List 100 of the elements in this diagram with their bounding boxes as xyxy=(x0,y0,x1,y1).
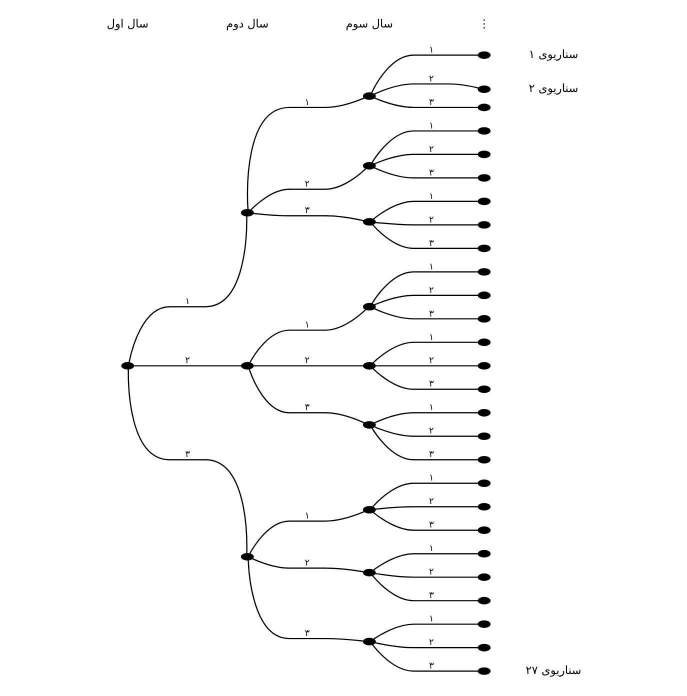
node-circle xyxy=(477,315,490,323)
connector xyxy=(375,365,478,366)
connector xyxy=(374,506,478,510)
edge-label: ۲ xyxy=(304,180,310,190)
node-circle xyxy=(477,644,490,652)
edge-label: ۲ xyxy=(428,144,434,155)
edge-label: ۱ xyxy=(304,320,310,331)
node-circle xyxy=(477,456,490,464)
connector xyxy=(371,428,478,460)
edge-label: ۲ xyxy=(428,74,434,84)
node-label: سناریوی ۲۷ xyxy=(525,662,581,677)
node-circle xyxy=(477,479,490,488)
connector xyxy=(247,560,363,642)
edge-label: ۱ xyxy=(428,262,434,272)
connector xyxy=(248,309,366,363)
node-circle xyxy=(477,526,490,534)
node-circle xyxy=(477,244,490,252)
edge-label: ۳ xyxy=(428,520,434,531)
node-circle xyxy=(362,218,376,226)
node-circle xyxy=(477,51,490,59)
edge-label: ۱ xyxy=(304,512,310,522)
edge-label: ۳ xyxy=(428,591,434,602)
node-circle xyxy=(477,409,490,417)
edge-label: ۱ xyxy=(184,297,190,308)
connector xyxy=(372,644,478,672)
connector xyxy=(371,271,478,304)
node-label: سناریوی ۲ xyxy=(528,80,578,95)
node-circle xyxy=(477,85,490,94)
connector xyxy=(128,216,247,362)
connector xyxy=(372,368,478,390)
node-circle xyxy=(477,174,490,182)
edge-label: ۳ xyxy=(428,98,434,108)
node-circle xyxy=(240,552,254,561)
edge-label: ۲ xyxy=(428,568,434,578)
node-circle xyxy=(240,208,254,217)
edge-label: ۳ xyxy=(428,380,434,390)
node-circle xyxy=(477,362,490,370)
edge-label: ۳ xyxy=(184,450,190,460)
node-circle xyxy=(362,162,376,170)
connector xyxy=(374,98,478,108)
node-circle xyxy=(477,573,490,581)
node-circle xyxy=(477,386,490,394)
connector xyxy=(133,365,241,366)
node-circle xyxy=(120,362,134,370)
connector xyxy=(374,222,478,226)
edge-label: ۲ xyxy=(304,558,310,569)
node-label: سناریوی ۱ xyxy=(528,46,578,61)
node-circle xyxy=(477,292,490,300)
node-circle xyxy=(477,221,490,229)
edge-label: ۲ xyxy=(428,426,434,437)
node-circle xyxy=(477,432,490,440)
node-circle xyxy=(362,506,376,514)
connector xyxy=(372,575,478,602)
connector xyxy=(372,224,478,249)
edge-label: ۱ xyxy=(428,332,434,343)
connector xyxy=(253,365,363,366)
node-circle xyxy=(362,302,376,310)
node-circle xyxy=(477,338,490,346)
node-circle xyxy=(477,127,490,135)
node-circle xyxy=(477,150,490,158)
edge-label: ۲ xyxy=(428,215,434,226)
edge-label: ۱ xyxy=(304,98,310,108)
connector xyxy=(374,154,478,164)
edge-label: ۱ xyxy=(428,46,434,56)
edge-label: ۱ xyxy=(428,474,434,484)
node-circle xyxy=(362,362,376,370)
connector xyxy=(252,558,363,572)
node-circle xyxy=(240,362,254,370)
edge-label: ۳ xyxy=(304,403,310,414)
edge-label: ۱ xyxy=(428,544,434,554)
connector xyxy=(374,572,478,578)
edge-label: ۳ xyxy=(428,450,434,460)
node-circle xyxy=(477,502,490,511)
edge-label: ۳ xyxy=(428,238,434,249)
node-circle xyxy=(477,104,490,112)
node-circle xyxy=(477,620,490,628)
edge-label: ۲ xyxy=(428,356,434,366)
connector xyxy=(370,54,478,94)
connector xyxy=(372,482,478,508)
connector xyxy=(372,553,478,570)
connector xyxy=(374,167,478,178)
connector xyxy=(374,426,478,437)
edge-label: ۲ xyxy=(428,286,434,296)
node-circle xyxy=(362,92,376,100)
node-circle xyxy=(477,268,490,276)
connector xyxy=(374,412,478,424)
node-circle xyxy=(362,421,376,429)
edge-label: ۱ xyxy=(428,403,434,414)
connector xyxy=(248,368,364,424)
connector xyxy=(252,212,364,222)
connector xyxy=(372,624,478,640)
connector xyxy=(248,511,364,554)
connector xyxy=(246,98,364,210)
edge-label: ۱ xyxy=(428,121,434,132)
edge-label: ۳ xyxy=(304,628,310,639)
connector xyxy=(372,342,478,364)
node-circle xyxy=(477,596,490,604)
label: سال دوم xyxy=(226,16,268,31)
node-circle xyxy=(477,550,490,558)
edge-label: ۲ xyxy=(184,356,190,366)
